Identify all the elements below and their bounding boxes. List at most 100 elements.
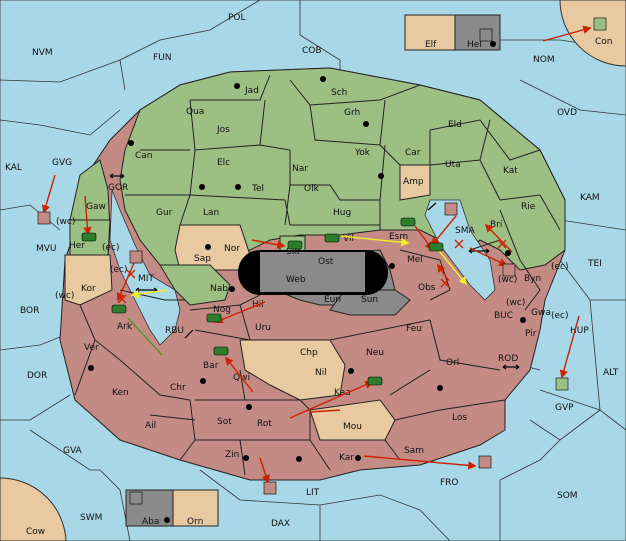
province-label-yok: Yok bbox=[354, 148, 371, 158]
province-borders bbox=[74, 74, 561, 476]
failed-order-marks bbox=[117, 239, 507, 304]
province-label-gwa: Gwa bbox=[531, 308, 551, 318]
coast-tag-mvu: (wc) bbox=[56, 217, 75, 227]
army-unit[interactable] bbox=[367, 376, 383, 386]
sea-label-rbu: RBU bbox=[165, 326, 184, 336]
province-cow[interactable] bbox=[0, 477, 67, 541]
sea-label-alt: ALT bbox=[603, 368, 619, 378]
fleet-unit[interactable] bbox=[479, 28, 493, 42]
sea-label-cow: Cow bbox=[26, 527, 45, 537]
province-label-sch: Sch bbox=[331, 88, 347, 98]
province-label-ver: Ver bbox=[84, 343, 99, 353]
province-orn[interactable] bbox=[172, 489, 219, 527]
province-label-eld: Eld bbox=[448, 120, 462, 130]
sea-label-swm: SWM bbox=[80, 513, 102, 523]
province-label-rot: Rot bbox=[257, 419, 272, 429]
coast-tag-kor: (wc) bbox=[55, 291, 74, 301]
province-label-uta: Uta bbox=[445, 160, 461, 170]
fleet-unit[interactable] bbox=[502, 263, 516, 277]
province-chp[interactable] bbox=[239, 339, 346, 401]
province-label-can: Can bbox=[135, 151, 153, 161]
sea-label-mit: MIT bbox=[138, 274, 154, 284]
sea-label-kal: KAL bbox=[5, 163, 22, 173]
province-label-chp: Chp bbox=[300, 348, 318, 358]
coast-tag-byn-ec: (ec) bbox=[551, 262, 569, 272]
sea-label-gvg: GVG bbox=[52, 158, 72, 168]
sea-label-rod: ROD bbox=[498, 354, 518, 364]
province-label-bar: Bar bbox=[203, 361, 219, 371]
province-con[interactable] bbox=[559, 0, 626, 67]
army-unit[interactable] bbox=[81, 232, 97, 242]
army-unit[interactable] bbox=[213, 346, 229, 356]
fleet-unit[interactable] bbox=[263, 481, 277, 495]
province-label-hel: Hel bbox=[467, 40, 482, 50]
province-label-obs: Obs bbox=[418, 283, 436, 293]
fleet-unit[interactable] bbox=[593, 17, 607, 31]
province-label-elc: Elc bbox=[217, 158, 230, 168]
coast-tag-gwa-ec: (ec) bbox=[551, 311, 569, 321]
supply-centers bbox=[88, 41, 526, 523]
sea-mit[interactable] bbox=[109, 189, 181, 346]
sea-label-buc: BUC bbox=[494, 311, 513, 321]
province-label-sam: Sam bbox=[404, 446, 424, 456]
sea-label-nvm: NVM bbox=[32, 48, 53, 58]
province-label-elf: Elf bbox=[425, 40, 437, 50]
fleet-unit[interactable] bbox=[129, 491, 143, 505]
army-unit[interactable] bbox=[428, 242, 444, 252]
sea-sma[interactable] bbox=[424, 199, 496, 301]
fleet-unit[interactable] bbox=[129, 250, 143, 264]
army-unit[interactable] bbox=[287, 240, 303, 250]
sea-label-pol: POL bbox=[228, 13, 246, 23]
province-label-nor: Nor bbox=[224, 244, 240, 254]
sea-label-hup: HUP bbox=[570, 326, 589, 336]
province-nab[interactable] bbox=[159, 264, 231, 306]
province-label-nar: Nar bbox=[292, 164, 308, 174]
fleet-unit[interactable] bbox=[37, 211, 51, 225]
province-label-qua: Qua bbox=[186, 107, 204, 117]
province-label-her: Her bbox=[69, 241, 85, 251]
sea-label-gva: GVA bbox=[63, 446, 83, 456]
fleet-unit[interactable] bbox=[555, 377, 569, 391]
fleet-unit[interactable] bbox=[444, 202, 458, 216]
province-label-ost: Ost bbox=[318, 257, 334, 267]
province-label-gur: Gur bbox=[156, 208, 173, 218]
province-sun[interactable] bbox=[329, 289, 411, 316]
province-label-mou: Mou bbox=[343, 422, 362, 432]
province-label-kor: Kor bbox=[81, 284, 96, 294]
province-label-jos: Jos bbox=[216, 125, 230, 135]
coast-tag-mit: (ec) bbox=[110, 265, 128, 275]
province-label-web: Web bbox=[286, 275, 306, 285]
province-label-grh: Grh bbox=[344, 108, 360, 118]
province-label-sun: Sun bbox=[361, 295, 378, 305]
army-unit[interactable] bbox=[400, 217, 416, 227]
sea-label-fun: FUN bbox=[153, 53, 172, 63]
sea-label-kam: KAM bbox=[580, 193, 600, 203]
army-unit[interactable] bbox=[111, 304, 127, 314]
province-label-nog: Nog bbox=[213, 305, 231, 315]
province-label-sot: Sot bbox=[217, 417, 232, 427]
sea-label-gvp: GVP bbox=[555, 403, 574, 413]
province-label-ark: Ark bbox=[117, 322, 133, 332]
province-kor[interactable] bbox=[64, 254, 113, 306]
army-unit[interactable] bbox=[206, 313, 222, 323]
province-label-olk: Olk bbox=[304, 184, 320, 194]
coast-tag-gwa-wc: (wc) bbox=[506, 298, 525, 308]
province-label-nab: Nab bbox=[210, 284, 228, 294]
coast-tag-her: (ec) bbox=[102, 243, 120, 253]
sea-label-ovd: OVD bbox=[557, 108, 577, 118]
province-label-orn: Orn bbox=[187, 517, 203, 527]
province-elf[interactable] bbox=[404, 14, 456, 51]
army-unit[interactable] bbox=[324, 233, 340, 243]
province-label-zin: Zin bbox=[225, 450, 239, 460]
province-label-neu: Neu bbox=[366, 348, 384, 358]
province-label-mel: Mel bbox=[407, 255, 423, 265]
province-label-bri: Bri bbox=[490, 220, 502, 230]
province-label-kar: Kar bbox=[339, 453, 354, 463]
fleet-unit[interactable] bbox=[478, 455, 492, 469]
province-amp[interactable] bbox=[399, 164, 431, 201]
province-label-rie: Rie bbox=[521, 202, 536, 212]
province-label-pir: Pir bbox=[525, 329, 537, 339]
province-label-ail: Ail bbox=[145, 421, 156, 431]
coast-tag-byn-wc: (wc) bbox=[498, 275, 517, 285]
